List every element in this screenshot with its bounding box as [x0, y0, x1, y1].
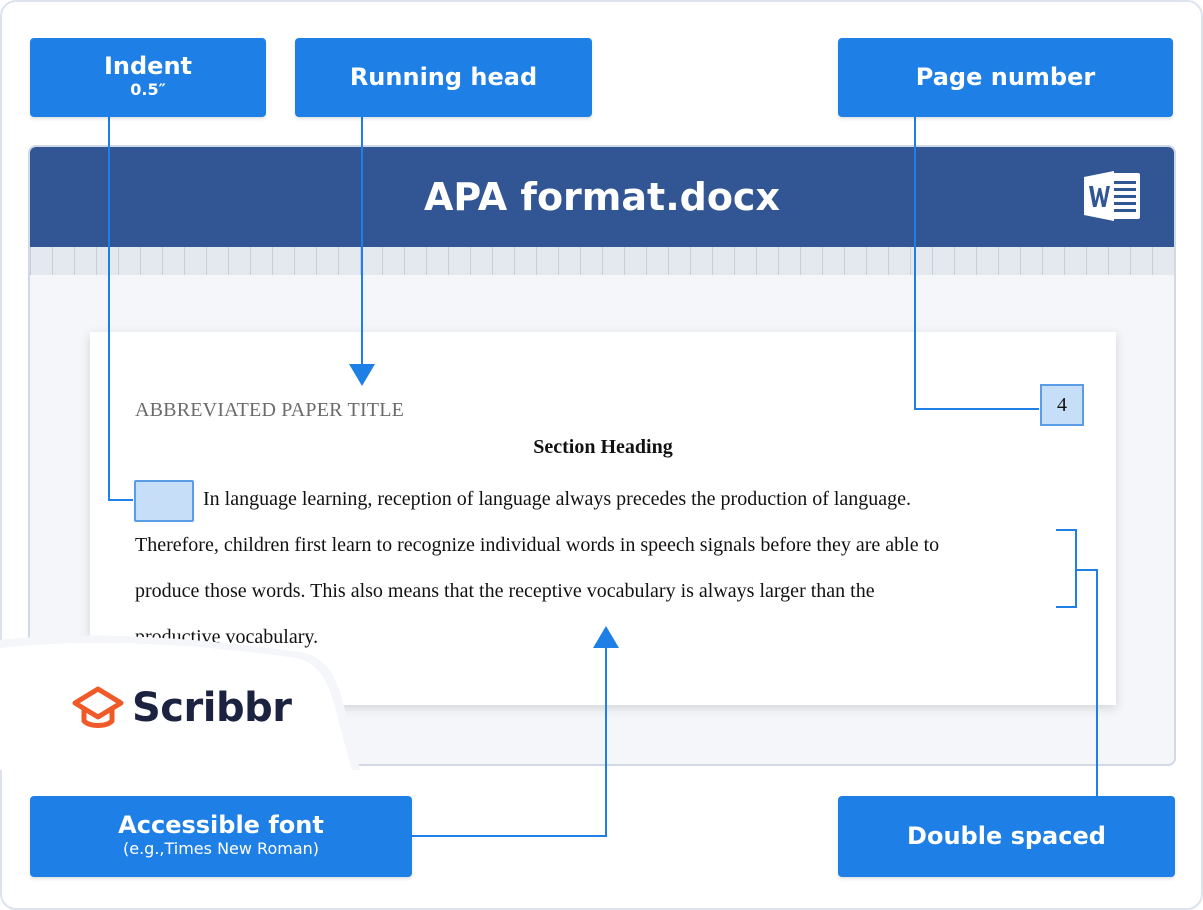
brand-card — [0, 635, 360, 770]
page-number-callout: Page number — [838, 38, 1173, 117]
accessible-font-callout: Accessible font (e.g.,Times New Roman) — [30, 796, 412, 877]
indent-label: Indent — [103, 52, 193, 80]
double-spaced-label: Double spaced — [907, 822, 1106, 850]
word-icon — [1084, 171, 1140, 221]
window-title: APA format.docx — [424, 175, 780, 219]
indent-value: 0.5″ — [130, 80, 166, 99]
running-head-callout: Running head — [295, 38, 592, 117]
page-number: 4 — [1040, 384, 1084, 426]
double-spaced-callout: Double spaced — [838, 796, 1175, 877]
indent-highlight — [134, 480, 194, 522]
window-titlebar: APA format.docx — [30, 147, 1174, 247]
ruler — [30, 247, 1174, 275]
brand-name: Scribbr — [132, 685, 292, 731]
paragraph-line: produce those words. This also means tha… — [135, 580, 875, 602]
paragraph-line: In language learning, reception of langu… — [203, 488, 912, 510]
section-heading: Section Heading — [533, 436, 673, 458]
running-head-label: Running head — [349, 63, 538, 91]
graduation-cap-icon — [72, 686, 124, 728]
scribbr-logo: Scribbr — [72, 683, 292, 733]
paragraph-line: Therefore, children first learn to recog… — [135, 534, 940, 556]
running-head-text: ABBREVIATED PAPER TITLE — [135, 399, 405, 421]
page-number-label: Page number — [915, 63, 1096, 91]
indent-callout: Indent 0.5″ — [30, 38, 266, 117]
accessible-font-example: (e.g.,Times New Roman) — [122, 839, 320, 858]
accessible-font-label: Accessible font — [118, 811, 324, 839]
